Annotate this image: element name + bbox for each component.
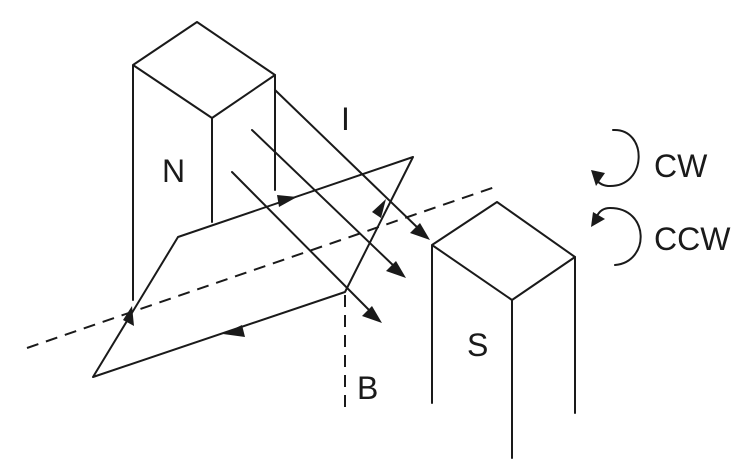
- counter-clockwise-label: CCW: [654, 221, 731, 257]
- counter-clockwise-arc: [596, 207, 642, 266]
- field-line-1: [274, 89, 421, 231]
- field-line-2-arrowhead: [386, 261, 406, 278]
- current-loop: [92, 156, 414, 378]
- clockwise-label: CW: [654, 148, 708, 184]
- field-line-2: [251, 129, 397, 269]
- south-pole-label: S: [467, 327, 488, 363]
- field-line-1-arrowhead: [410, 223, 430, 240]
- south-magnet-outline: [431, 201, 576, 404]
- field-label: B: [357, 370, 378, 406]
- north-magnet: [132, 21, 276, 301]
- south-magnet: [431, 201, 576, 459]
- current-label: I: [341, 101, 350, 137]
- loop-current-arrow-top: [277, 195, 297, 207]
- field-line-3: [231, 171, 373, 314]
- loop-current-arrow-bottom: [223, 325, 245, 337]
- north-magnet-outline: [132, 21, 276, 301]
- field-lines: [231, 89, 430, 323]
- clockwise-arc: [595, 128, 640, 188]
- clockwise-arrowhead: [591, 170, 605, 186]
- loop-current-arrow-right: [372, 199, 386, 218]
- counter-clockwise-arrow: [591, 207, 642, 266]
- field-line-3-arrowhead: [362, 306, 382, 323]
- rotation-axis: [26, 186, 496, 349]
- loop-current-arrow-left: [123, 306, 134, 326]
- clockwise-arrow: [591, 128, 640, 188]
- counter-clockwise-arrowhead: [591, 212, 605, 227]
- north-pole-label: N: [162, 153, 185, 189]
